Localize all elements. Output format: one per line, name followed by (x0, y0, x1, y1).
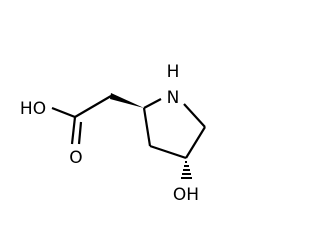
atom-nitrogen-hydrogen: H (167, 62, 180, 82)
atom-acid-hydroxyl: HO (20, 99, 46, 119)
hashed-bond-c4-oh (181, 161, 192, 179)
bond-ch2-ccarboxyl (74, 95, 112, 118)
bond-ccarboxyl-o-double-1 (70, 116, 77, 145)
bond-c4-c3 (149, 144, 187, 160)
atom-ring-hydroxyl: OH (173, 185, 199, 205)
bond-c2-n (143, 98, 162, 109)
atom-carbonyl-oxygen: O (69, 148, 82, 168)
bond-ccarboxyl-oh (51, 106, 76, 119)
wedge-bond-c2-ch2 (110, 93, 144, 108)
bond-ccarboxyl-o-double-2 (77, 121, 83, 145)
bond-c3-c2 (142, 107, 152, 147)
molecule-structure: N H HO O OH (20, 62, 206, 205)
bond-c5-c4 (185, 126, 206, 159)
bond-n-c5 (183, 103, 206, 128)
atom-nitrogen: N (167, 88, 180, 108)
